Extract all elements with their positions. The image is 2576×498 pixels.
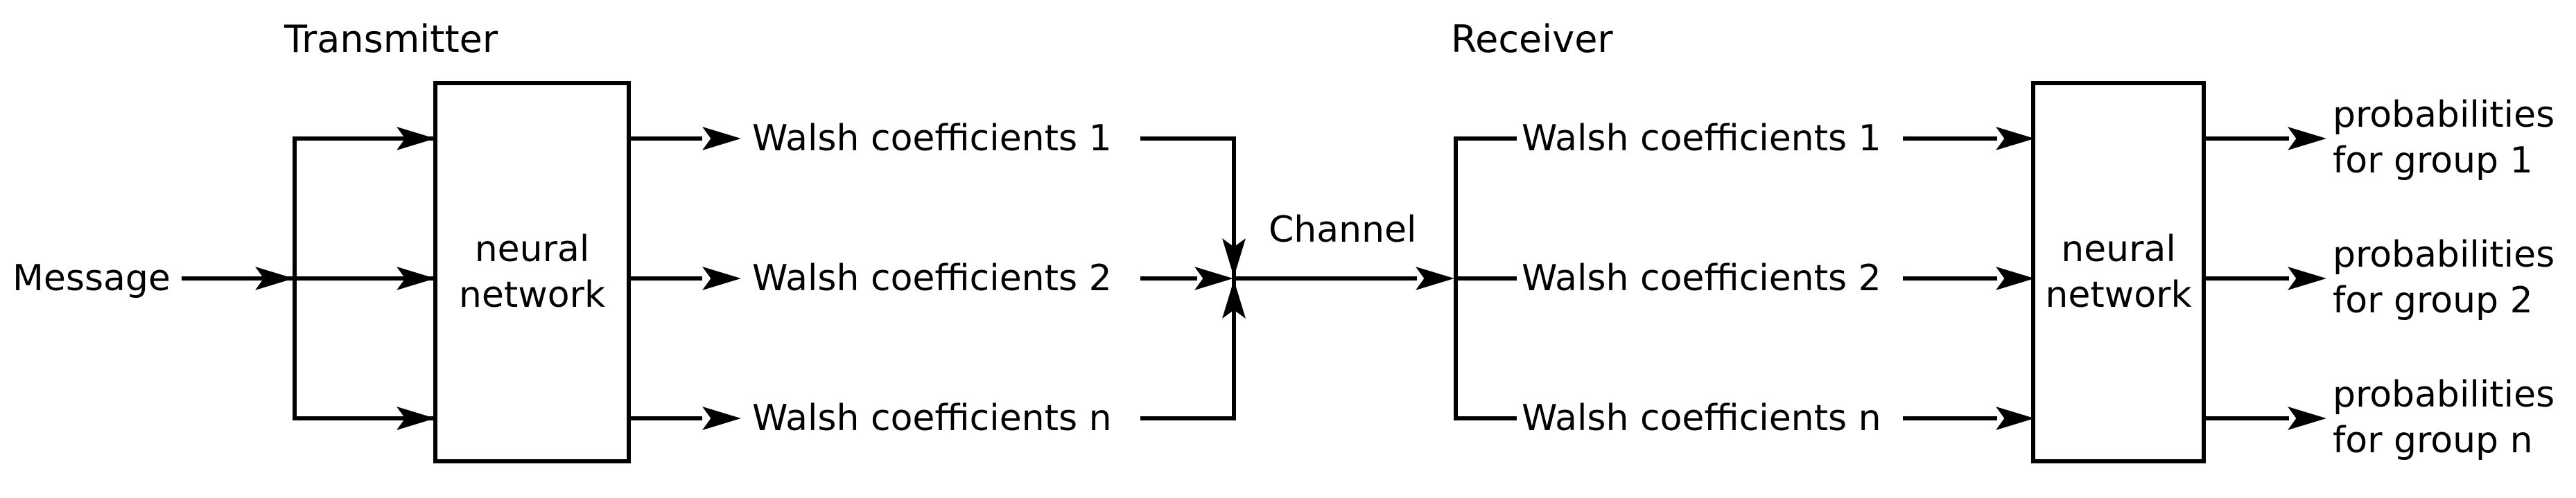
arrowhead-right-icon	[1996, 127, 2035, 150]
walsh-out-label-1: Walsh coefficients 1	[752, 118, 1112, 159]
input-line-3	[295, 416, 433, 420]
arrowhead-right-icon	[1996, 407, 2035, 430]
arrowhead-right-icon	[702, 267, 741, 290]
probabilities-label-2: probabilities for group 2	[2333, 232, 2555, 323]
walsh-out-label-3: Walsh coefficients n	[752, 398, 1112, 439]
probabilities-label-1: probabilities for group 1	[2333, 92, 2555, 184]
input-line-1	[295, 136, 433, 141]
walsh-in-label-1: Walsh coefficients 1	[1522, 118, 1881, 159]
rx-stub-line-1	[1456, 136, 1517, 141]
rx-output-line-1	[2202, 136, 2289, 141]
probabilities-label-3-line2: for group n	[2333, 420, 2533, 461]
converge-line-1	[1140, 136, 1236, 141]
tx-output-line-1	[629, 136, 702, 141]
arrowhead-right-icon	[702, 407, 741, 430]
message-line	[182, 276, 293, 281]
transmitter-box-label-line1: neural	[474, 229, 590, 270]
channel-line	[1234, 276, 1417, 281]
rx-input-line-1	[1903, 136, 1997, 141]
walsh-out-label-2: Walsh coefficients 2	[752, 258, 1112, 299]
transmitter-neural-network-box: neural network	[433, 81, 631, 463]
channel-label: Channel	[1269, 209, 1417, 251]
probabilities-label-3-line1: probabilities	[2333, 374, 2555, 416]
walsh-in-label-2: Walsh coefficients 2	[1522, 258, 1881, 299]
arrowhead-right-icon	[1194, 267, 1233, 290]
converge-line-2	[1140, 276, 1197, 281]
rx-output-line-2	[2202, 276, 2289, 281]
rx-input-line-3	[1903, 416, 1997, 420]
arrowhead-right-icon	[1996, 267, 2035, 290]
receiver-box-label-line2: network	[2045, 274, 2192, 316]
transmitter-box-label-line2: network	[458, 274, 606, 316]
receiver-title: Receiver	[1451, 17, 1613, 61]
input-line-2	[295, 276, 433, 281]
probabilities-label-1-line2: for group 1	[2333, 140, 2533, 181]
probabilities-label-2-line2: for group 2	[2333, 280, 2533, 321]
rx-output-line-3	[2202, 416, 2289, 420]
receiver-neural-network-box: neural network	[2031, 81, 2206, 463]
probabilities-label-1-line1: probabilities	[2333, 94, 2555, 136]
arrowhead-right-icon	[2288, 407, 2326, 430]
transmitter-title: Transmitter	[284, 17, 498, 61]
rx-stub-line-3	[1456, 416, 1517, 420]
rx-input-line-2	[1903, 276, 1997, 281]
walsh-in-label-3: Walsh coefficients n	[1522, 398, 1881, 439]
tx-output-line-3	[629, 416, 702, 420]
probabilities-label-3: probabilities for group n	[2333, 372, 2555, 463]
probabilities-label-2-line1: probabilities	[2333, 234, 2555, 276]
receiver-box-label-line1: neural	[2061, 229, 2176, 270]
converge-line-3	[1140, 416, 1236, 420]
arrowhead-right-icon	[702, 127, 741, 150]
message-label: Message	[12, 258, 171, 299]
tx-output-line-2	[629, 276, 702, 281]
arrowhead-right-icon	[1416, 267, 1454, 290]
arrowhead-right-icon	[2288, 127, 2326, 150]
arrowhead-right-icon	[2288, 267, 2326, 290]
rx-stub-line-2	[1456, 276, 1517, 281]
